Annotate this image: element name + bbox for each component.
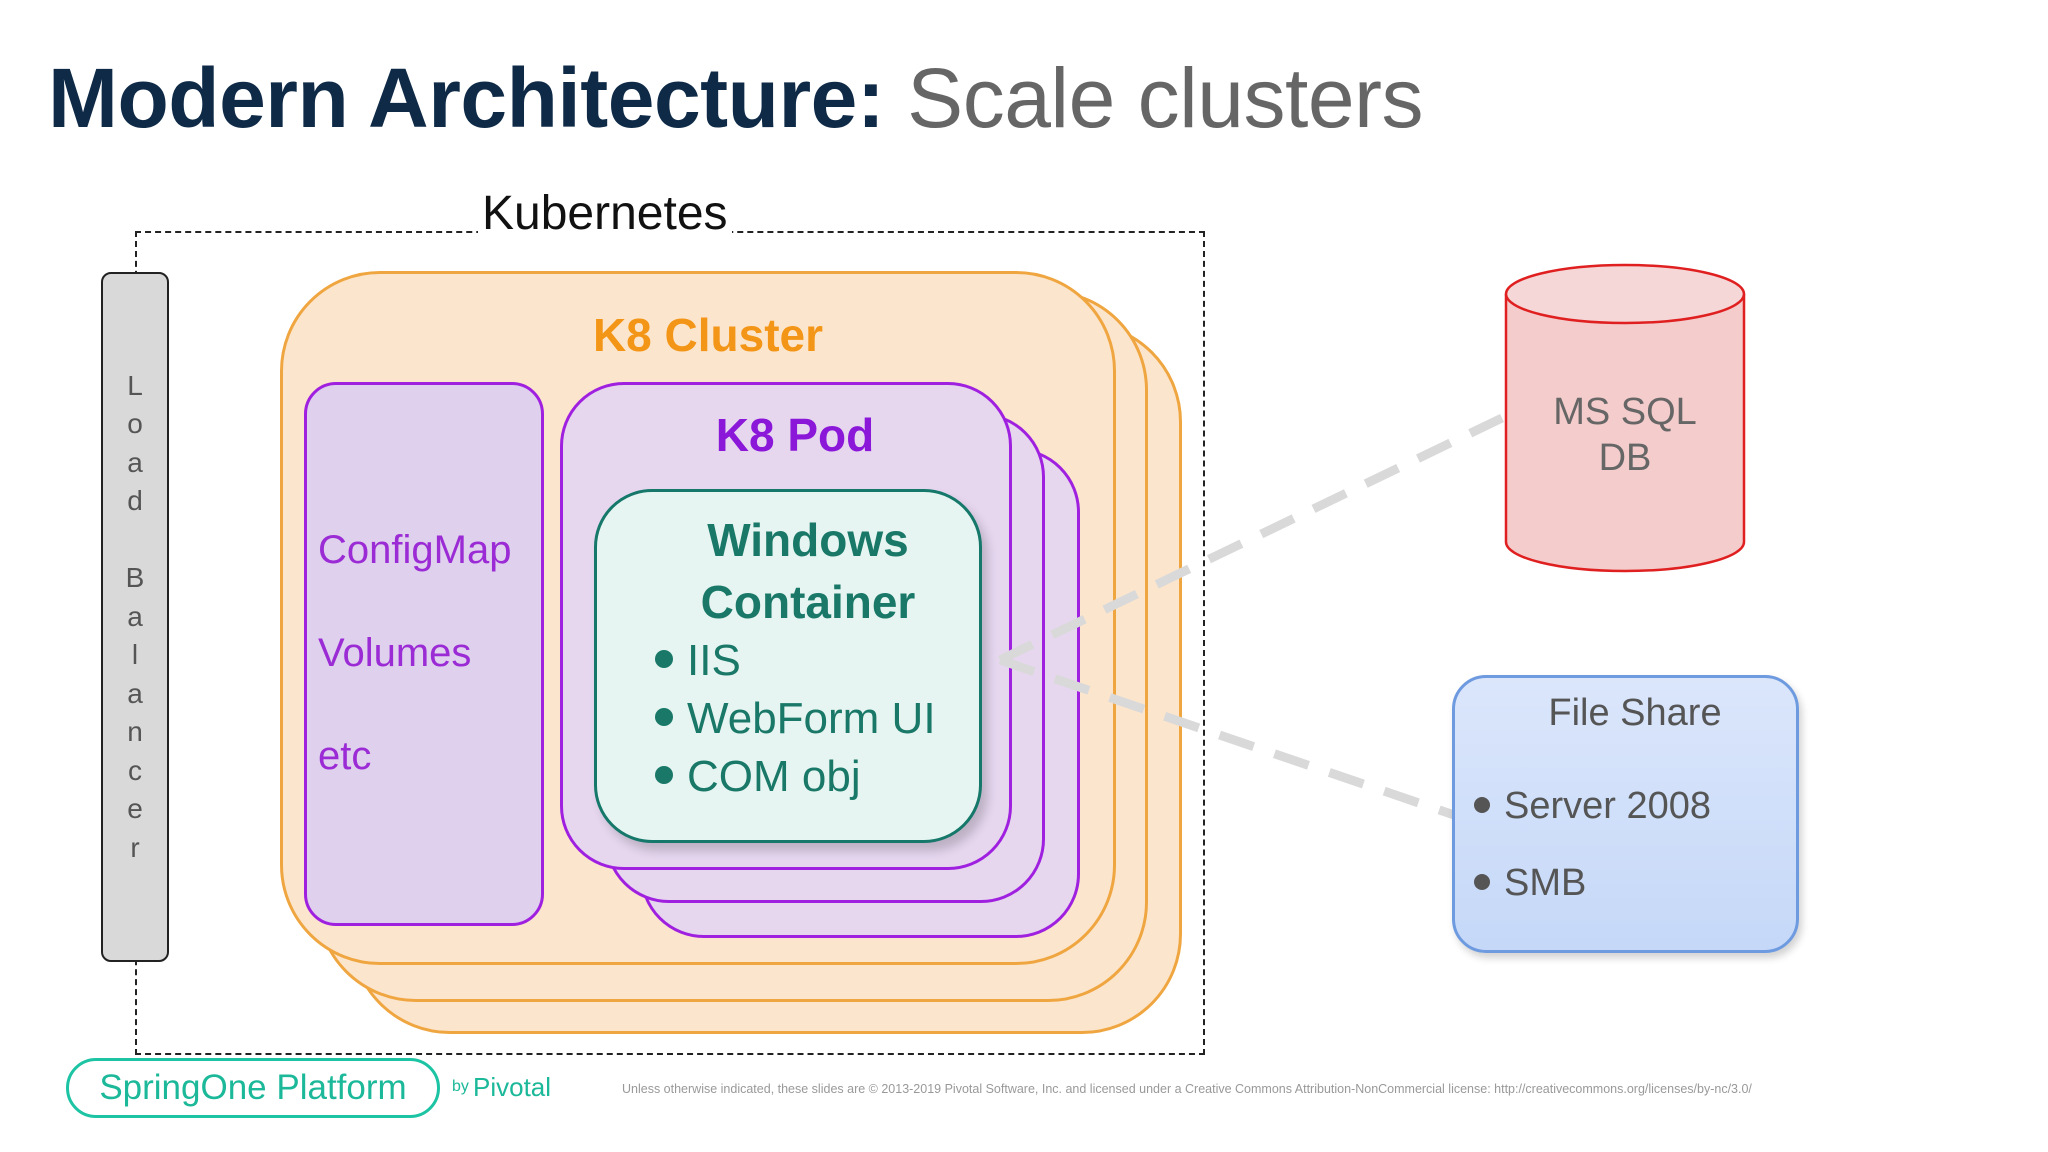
- kubernetes-label: Kubernetes: [478, 186, 732, 242]
- load-balancer-letter: a: [127, 677, 143, 709]
- load-balancer-letter: r: [130, 831, 140, 863]
- file-share-item-server-label: Server 2008: [1504, 785, 1712, 827]
- file-share-title: File Share: [1548, 692, 1722, 734]
- load-balancer-letter: d: [127, 485, 143, 517]
- file-share-item-smb-label: SMB: [1504, 862, 1587, 904]
- load-balancer-letter: l: [131, 639, 139, 671]
- brand-by: by: [452, 1078, 469, 1095]
- container-item-com: COM obj: [655, 748, 861, 806]
- container-item-webform: WebForm UI: [655, 690, 936, 748]
- load-balancer-letter: a: [127, 446, 143, 478]
- bullet-dot: [655, 766, 673, 785]
- database-label-line2: DB: [1598, 437, 1652, 479]
- bullet-dot: [1474, 796, 1490, 813]
- load-balancer-letter: n: [127, 716, 143, 748]
- load-balancer-letter: e: [127, 793, 143, 825]
- container-item-com-label: COM obj: [687, 752, 861, 801]
- config-item-volumes: Volumes: [318, 631, 472, 675]
- config-panel: [304, 382, 544, 926]
- database-cylinder: [1504, 263, 1746, 573]
- database-label-line1: MS SQL: [1553, 391, 1697, 433]
- springone-platform-logo: SpringOne Platform: [66, 1058, 440, 1118]
- pivotal-logo: Pivotal: [473, 1072, 552, 1102]
- load-balancer-letter: B: [125, 562, 145, 594]
- k8-cluster-label: K8 Cluster: [592, 309, 824, 361]
- container-item-iis-label: IIS: [687, 636, 741, 685]
- k8-pod-label: K8 Pod: [715, 409, 875, 461]
- load-balancer-letter: a: [127, 600, 143, 632]
- config-item-etc: etc: [318, 734, 372, 778]
- slide-title: Modern Architecture: Scale clusters: [48, 48, 1424, 148]
- load-balancer: L o a d B a l a n c e r: [101, 272, 169, 962]
- bullet-dot: [1474, 873, 1490, 890]
- load-balancer-letter: o: [127, 408, 143, 440]
- bullet-dot: [655, 708, 673, 727]
- load-balancer-letter: L: [127, 369, 143, 401]
- container-item-iis: IIS: [655, 632, 741, 690]
- slide-title-light: Scale clusters: [884, 51, 1424, 145]
- file-share: [1452, 675, 1799, 953]
- bullet-dot: [655, 650, 673, 669]
- load-balancer-letter: c: [128, 754, 142, 786]
- connector-to-database: [998, 413, 1504, 665]
- container-item-webform-label: WebForm UI: [687, 694, 936, 743]
- file-share-item-smb: SMB: [1474, 862, 1586, 905]
- container-title-line1: Windows: [707, 514, 909, 566]
- file-share-item-server: Server 2008: [1474, 785, 1711, 828]
- config-item-configmap: ConfigMap: [318, 528, 512, 572]
- license-footer: Unless otherwise indicated, these slides…: [622, 1082, 1752, 1096]
- connector-to-file-share: [998, 655, 1456, 820]
- slide-title-bold: Modern Architecture:: [48, 51, 885, 145]
- springone-platform-logo-text: SpringOne Platform: [99, 1068, 407, 1107]
- load-balancer-label: L o a d B a l a n c e r: [126, 367, 145, 868]
- container-title-line2: Container: [700, 576, 916, 628]
